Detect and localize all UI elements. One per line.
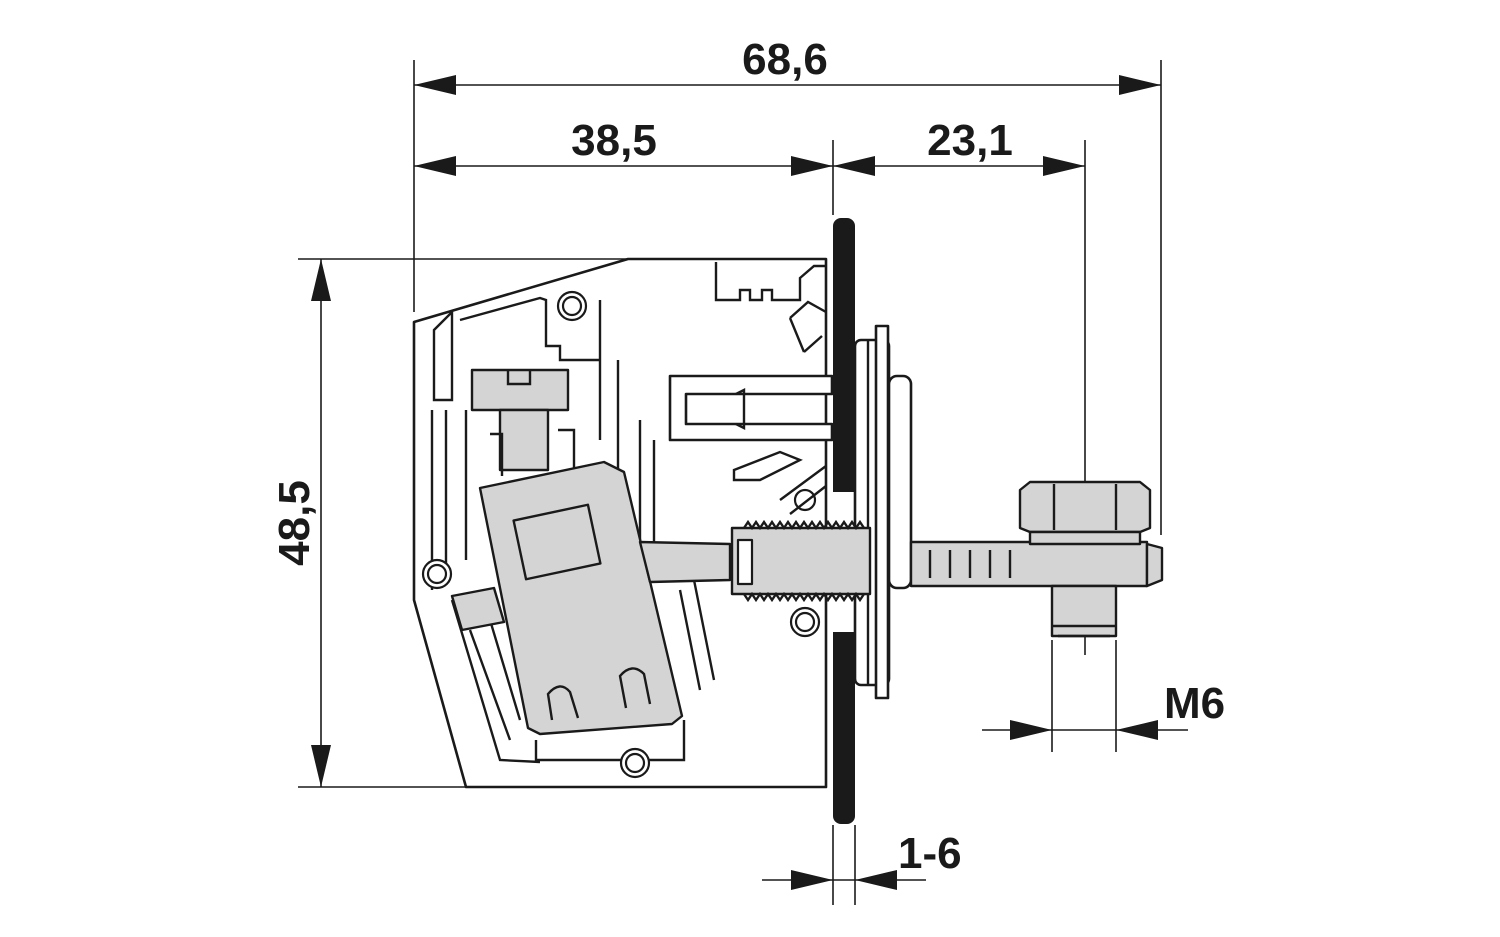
dimension-label: 38,5: [571, 116, 657, 165]
arrow-head-left: [1010, 720, 1052, 740]
dimension-label: 48,5: [270, 480, 319, 566]
flange-washer: [874, 324, 890, 700]
clamp-slot-left: [546, 685, 580, 721]
nut-washer: [1028, 530, 1142, 546]
lower-channel: [450, 599, 541, 764]
sleeve-end: [736, 538, 754, 586]
arrow-head-left: [414, 156, 456, 176]
threaded-sleeve: [730, 526, 872, 596]
inner-channel-right: [638, 420, 716, 691]
thread-marks-bottom: [743, 591, 865, 603]
clamp-screw-head: [470, 368, 570, 412]
clamp-screw-shaft: [498, 408, 550, 472]
clamp-arm: [450, 586, 506, 632]
bolt-thread-lines: [928, 550, 1012, 578]
dimension-label: 1-6: [898, 829, 962, 878]
dimension-left-section: 38,5: [414, 116, 834, 215]
arrow-head-left: [414, 75, 456, 95]
clamp-slot-right: [618, 667, 652, 709]
arrow-head-right: [1043, 156, 1085, 176]
hex-nut: [1018, 480, 1152, 534]
arrow-head-right: [791, 156, 833, 176]
mounting-hole: [421, 558, 453, 590]
fork-tip: [735, 388, 746, 430]
stud: [1050, 584, 1118, 638]
dimension-overall-width: 68,6: [413, 35, 1162, 535]
clamp-guide: [490, 428, 576, 476]
mounting-hole: [556, 290, 588, 322]
arrow-head-right: [855, 870, 897, 890]
dimension-label: M6: [1164, 679, 1225, 728]
spring-clip-middle: [732, 450, 803, 482]
dimension-right-section: 23,1: [833, 116, 1086, 655]
feedthrough-assembly: [730, 324, 1164, 700]
bolt-shaft: [909, 540, 1149, 588]
thread-marks-top: [743, 519, 865, 531]
clamp-window: [512, 503, 602, 581]
dimension-height: 48,5: [270, 258, 628, 788]
dimension-label: 23,1: [927, 116, 1013, 165]
arrow-head-left: [833, 156, 875, 176]
clamp-arm-right: [638, 540, 732, 584]
mounting-hole: [789, 606, 821, 638]
stud-thread-lines: [1052, 624, 1116, 638]
terminal-housing: [412, 257, 834, 789]
dimension-thread: M6: [982, 640, 1225, 752]
screw-slot: [506, 370, 532, 386]
inner-wall-upper: [459, 296, 620, 470]
arrow-head-right: [1119, 75, 1161, 95]
arrow-head-left: [791, 870, 833, 890]
bolt-tip: [1145, 542, 1164, 588]
spring-clip-lower: [779, 465, 827, 515]
arrow-head-right: [1116, 720, 1158, 740]
lower-base: [534, 720, 686, 762]
mounting-hole: [619, 747, 651, 779]
dimension-label: 68,6: [742, 35, 828, 84]
arrow-head-bottom: [311, 745, 331, 787]
dimension-panel-thickness: 1-6: [762, 825, 962, 905]
top-clip-recess: [714, 262, 826, 302]
spring-clip-top: [788, 300, 827, 353]
fork-connector: [668, 374, 834, 442]
arrow-head-top: [311, 259, 331, 301]
inner-contour-left: [432, 309, 454, 402]
flange-hub: [887, 374, 913, 590]
